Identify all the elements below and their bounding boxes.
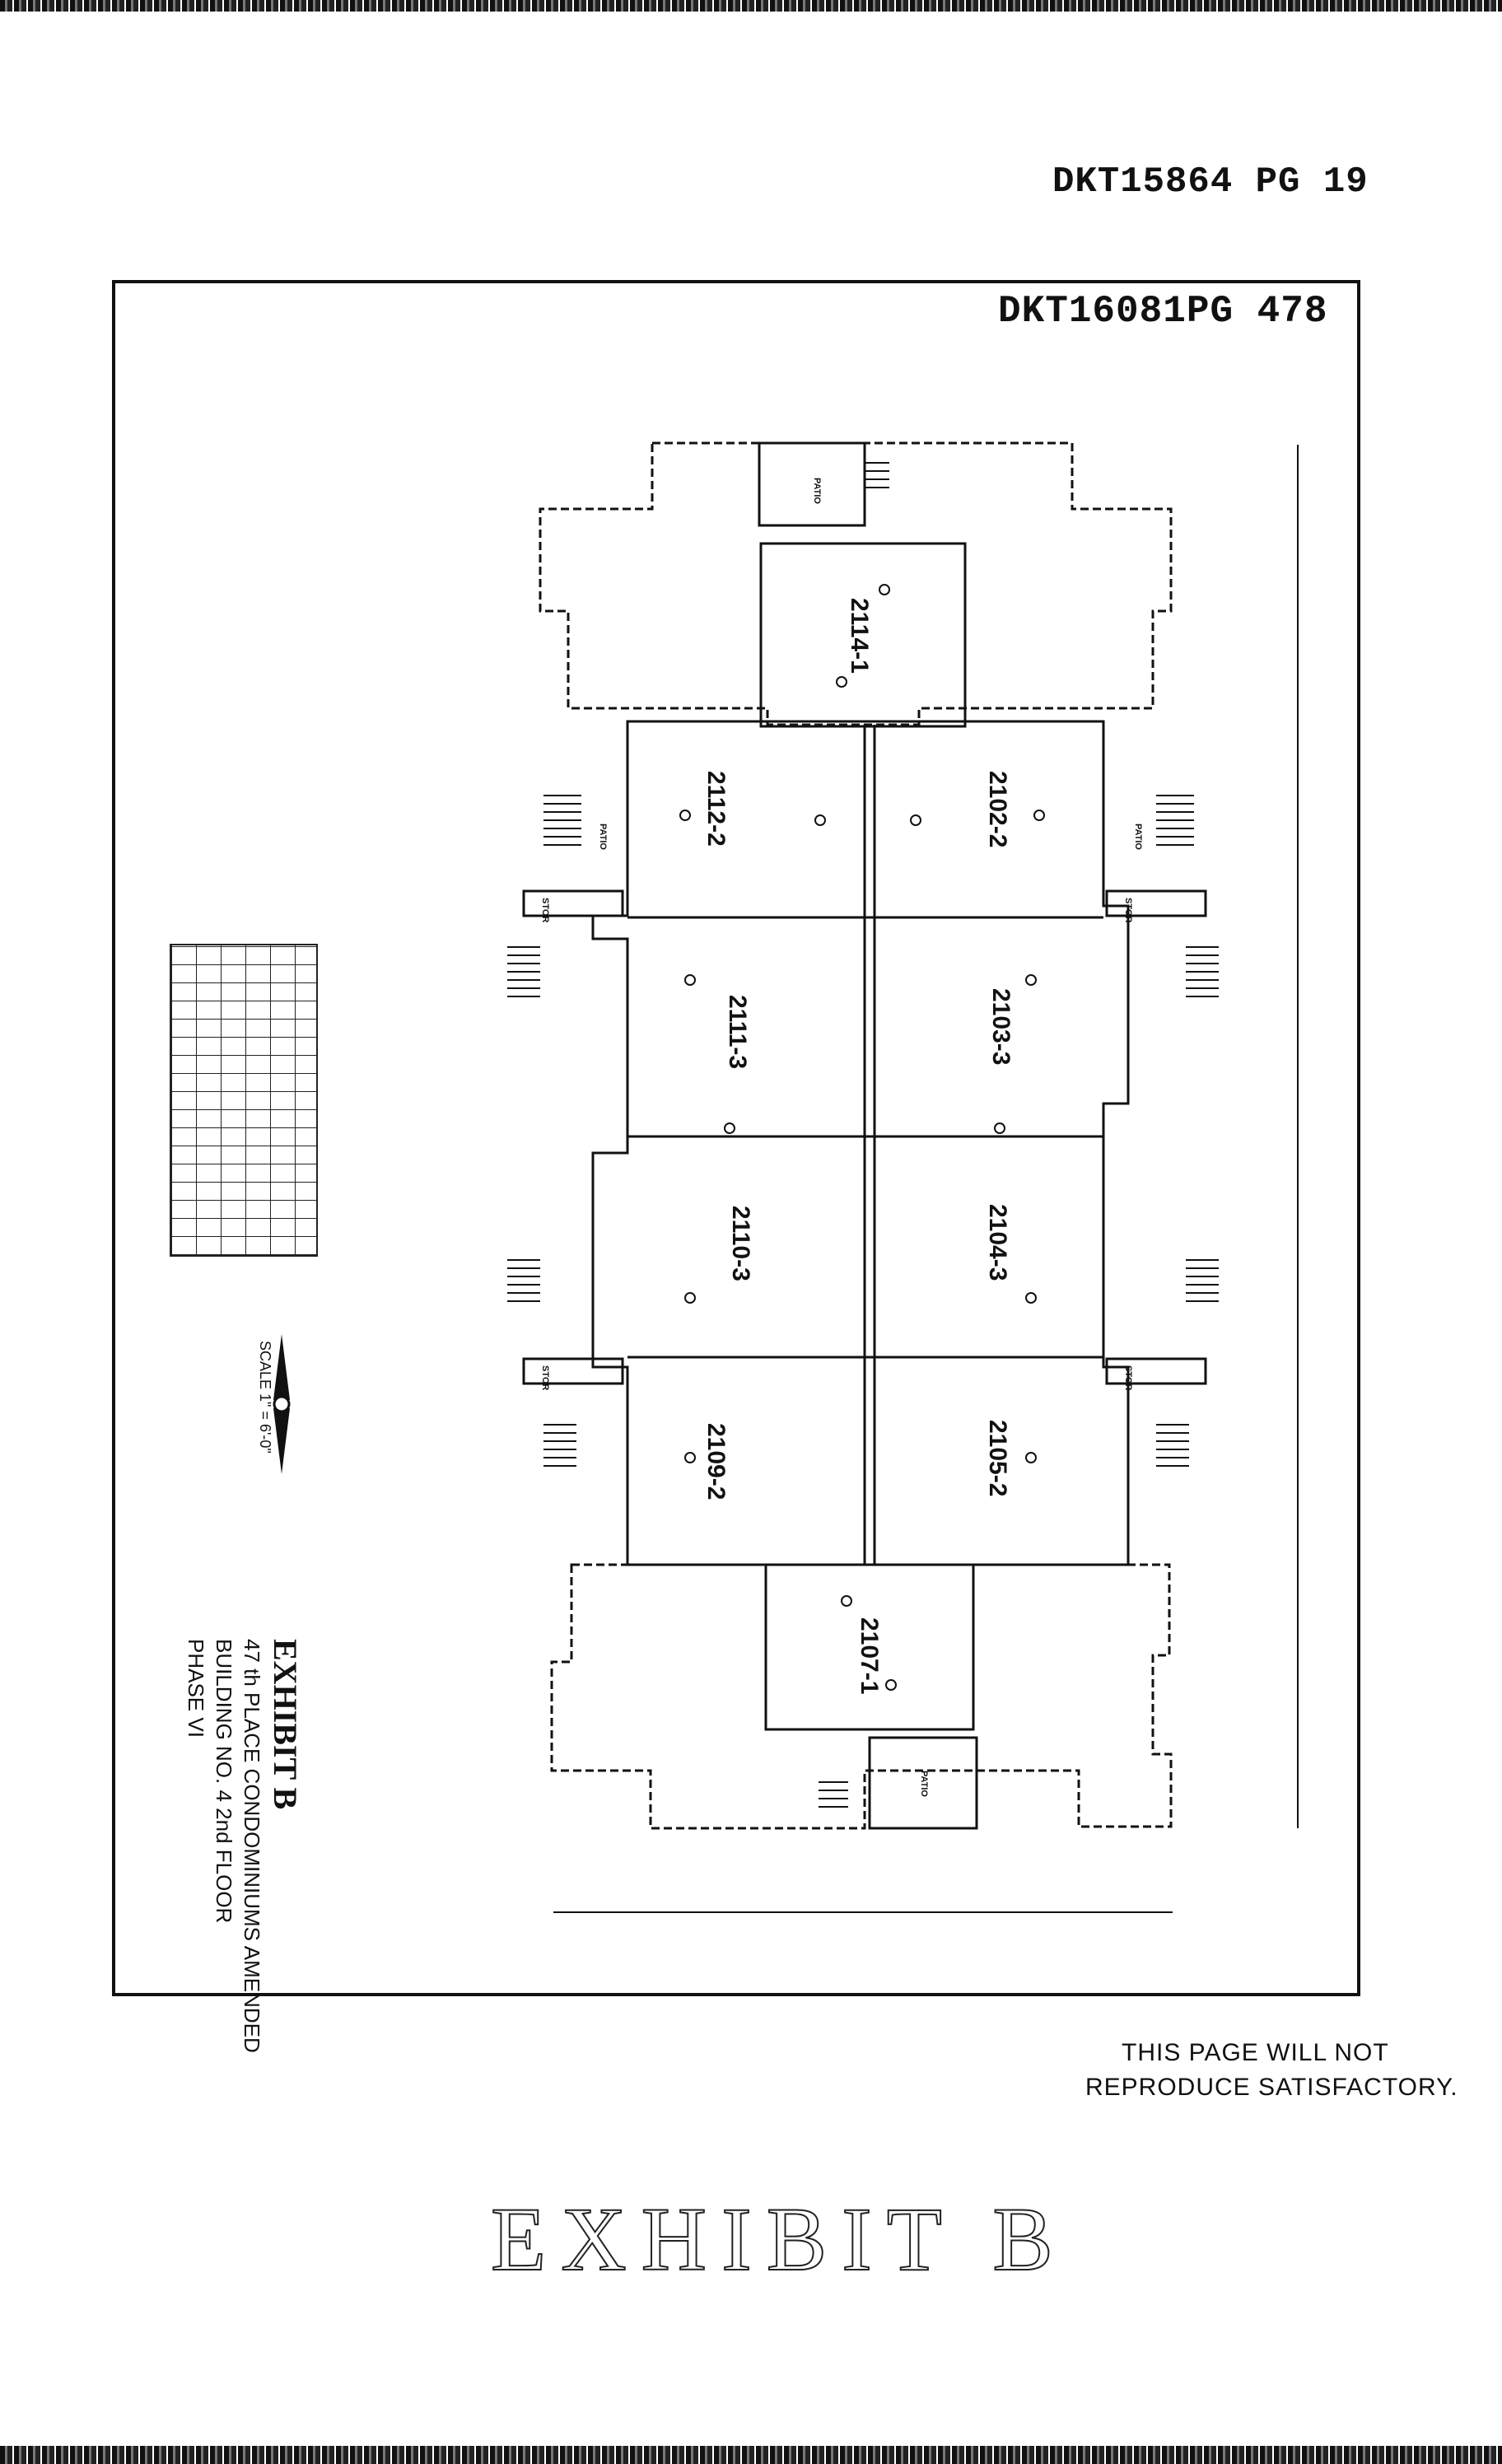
bottom-patio <box>868 1736 978 1830</box>
stor-label: STOR <box>1123 898 1133 923</box>
unit-label: 2104-3 <box>984 1204 1011 1281</box>
patio-label: PATIO <box>598 824 608 850</box>
scan-edge-bottom <box>0 2446 1502 2464</box>
stor-box-1 <box>522 889 624 917</box>
stairs <box>507 462 1219 1808</box>
unit-label: 2102-2 <box>984 771 1011 848</box>
unit-label: 2114-1 <box>846 598 873 674</box>
phase-label: PHASE VI <box>184 1639 208 1738</box>
reproduction-notice-line1: THIS PAGE WILL NOT <box>1122 2039 1389 2066</box>
book-page-stamp-top: DKT15864 PG 19 <box>1052 161 1369 203</box>
exhibit-title: EXHIBIT B <box>267 1639 304 1810</box>
project-name: 47 th PLACE CONDOMINIUMS AMENDED <box>240 1639 264 2053</box>
unit-label: 2103-3 <box>987 988 1015 1066</box>
exhibit-b-stamp: EXHIBIT B <box>490 2188 1068 2290</box>
unit-label: 2110-3 <box>727 1206 754 1281</box>
patio-label: PATIO <box>812 478 822 504</box>
patio-label: PATIO <box>1133 824 1143 850</box>
scale-label: SCALE 1" = 6'-0" <box>257 1341 273 1454</box>
unit-label: 2112-2 <box>702 771 730 847</box>
unit-label: 2105-2 <box>984 1420 1011 1497</box>
top-patio <box>758 441 866 527</box>
top-wing-outline <box>539 441 1173 726</box>
stor-box-2 <box>1105 889 1207 917</box>
unit-label: 2111-3 <box>724 995 751 1070</box>
building-floor: BUILDING NO. 4 2nd FLOOR <box>212 1639 236 1924</box>
unit-label: 2109-2 <box>702 1423 730 1500</box>
unit-area-table <box>170 944 318 1257</box>
stor-box-3 <box>522 1357 624 1385</box>
patio-label: PATIO <box>919 1771 929 1797</box>
unit-2114-1-box <box>759 542 967 728</box>
drawing-frame <box>112 280 1360 1996</box>
stor-box-4 <box>1105 1357 1207 1385</box>
reproduction-notice-line2: REPRODUCE SATISFACTORY. <box>1085 2074 1458 2101</box>
scale-block: SCALE 1" = 6'-0" <box>256 1341 273 1454</box>
stor-label: STOR <box>540 1365 550 1391</box>
stor-label: STOR <box>540 898 550 923</box>
unit-markers <box>679 584 1045 1691</box>
scan-edge-top <box>0 0 1502 12</box>
unit-label: 2107-1 <box>856 1617 883 1695</box>
title-block: EXHIBIT B 47 th PLACE CONDOMINIUMS AMEND… <box>182 1639 305 2053</box>
main-body-outline <box>591 720 1130 1566</box>
bottom-wing-outline <box>550 1563 1173 1830</box>
unit-2107-1-box <box>764 1563 975 1731</box>
book-page-stamp-frame: DKT16081PG 478 <box>998 290 1328 333</box>
stor-label: STOR <box>1123 1365 1133 1391</box>
north-arrow-icon <box>273 1334 291 1474</box>
